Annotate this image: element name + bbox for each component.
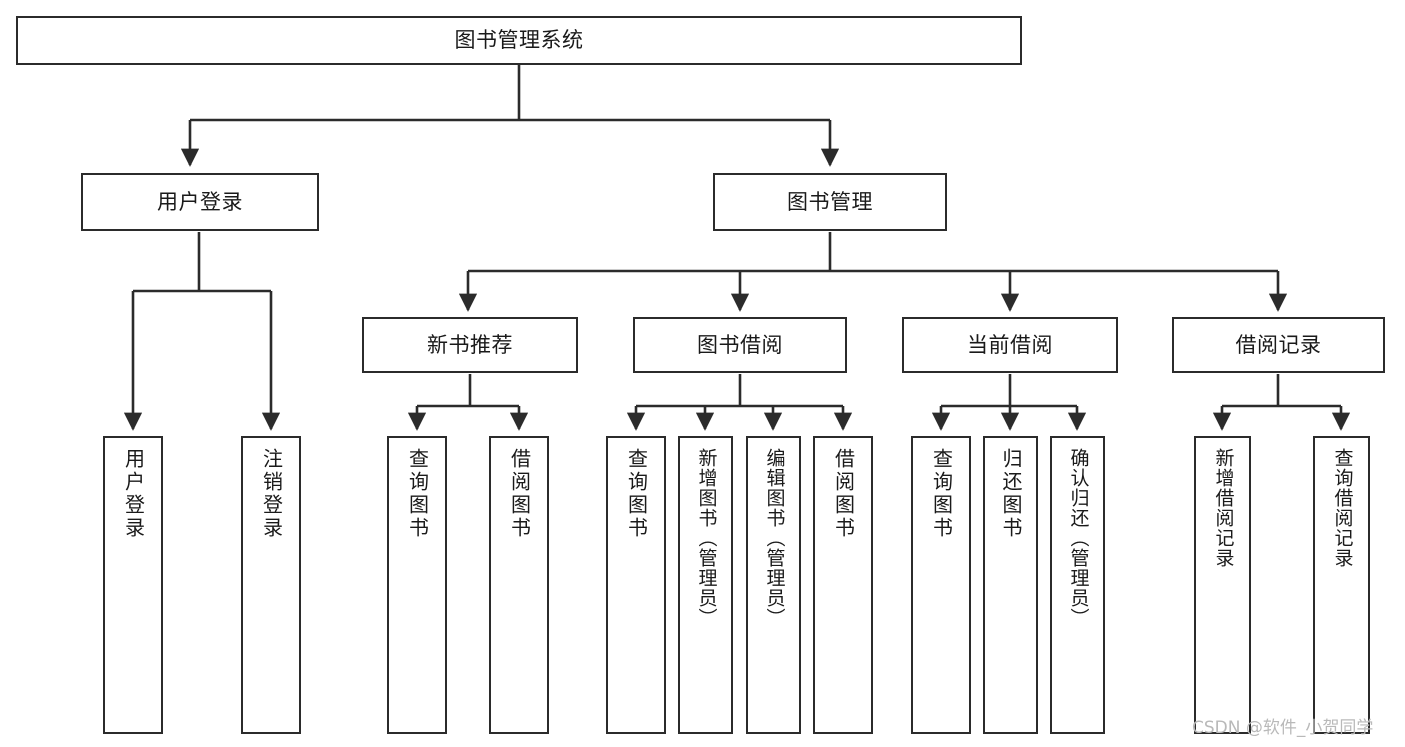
node-label: 图书借阅 — [697, 332, 783, 357]
node-label: 查询图书 — [929, 448, 954, 540]
node-book-borrow[interactable]: 图书借阅 — [633, 317, 847, 373]
node-current-borrow[interactable]: 当前借阅 — [902, 317, 1118, 373]
leaf-new-book-query-books[interactable]: 查询图书 — [387, 436, 447, 734]
leaf-book-borrow-edit-book-admin[interactable]: 编辑图书（管理员） — [746, 436, 801, 734]
node-label: 新增借阅记录 — [1212, 448, 1235, 568]
node-root-system[interactable]: 图书管理系统 — [16, 16, 1022, 65]
node-label: 当前借阅 — [967, 332, 1053, 357]
leaf-book-borrow-add-book-admin[interactable]: 新增图书（管理员） — [678, 436, 733, 734]
leaf-borrow-record-add-record[interactable]: 新增借阅记录 — [1194, 436, 1251, 734]
node-label: 图书管理系统 — [454, 28, 584, 53]
leaf-current-borrow-return-books[interactable]: 归还图书 — [983, 436, 1038, 734]
node-label: 新增图书（管理员） — [695, 448, 718, 628]
leaf-current-borrow-query-books[interactable]: 查询图书 — [911, 436, 971, 734]
node-label: 查询图书 — [624, 448, 649, 540]
node-user-login[interactable]: 用户登录 — [81, 173, 319, 231]
leaf-book-borrow-borrow-books[interactable]: 借阅图书 — [813, 436, 873, 734]
leaf-user-login-logout[interactable]: 注销登录 — [241, 436, 301, 734]
csdn-watermark: CSDN @软件_小贺同学 — [1192, 718, 1374, 738]
node-label: 借阅图书 — [507, 448, 532, 540]
node-label: 用户登录 — [157, 189, 243, 214]
node-label: 查询借阅记录 — [1331, 448, 1354, 568]
node-borrow-record[interactable]: 借阅记录 — [1172, 317, 1385, 373]
node-label: 用户登录 — [121, 448, 146, 540]
node-new-book-recommend[interactable]: 新书推荐 — [362, 317, 578, 373]
node-label: 归还图书 — [999, 448, 1023, 540]
node-label: 查询图书 — [405, 448, 430, 540]
node-label: 借阅记录 — [1235, 332, 1322, 357]
node-label: 注销登录 — [259, 448, 284, 540]
leaf-borrow-record-query-record[interactable]: 查询借阅记录 — [1313, 436, 1370, 734]
node-label: 确认归还（管理员） — [1067, 448, 1090, 628]
node-book-management[interactable]: 图书管理 — [713, 173, 947, 231]
node-label: 图书管理 — [787, 189, 873, 214]
leaf-new-book-borrow-books[interactable]: 借阅图书 — [489, 436, 549, 734]
leaf-current-borrow-confirm-return-admin[interactable]: 确认归还（管理员） — [1050, 436, 1105, 734]
node-label: 借阅图书 — [831, 448, 856, 540]
leaf-user-login-login[interactable]: 用户登录 — [103, 436, 163, 734]
node-label: 新书推荐 — [427, 332, 513, 357]
leaf-book-borrow-query-books[interactable]: 查询图书 — [606, 436, 666, 734]
node-label: 编辑图书（管理员） — [763, 448, 786, 628]
